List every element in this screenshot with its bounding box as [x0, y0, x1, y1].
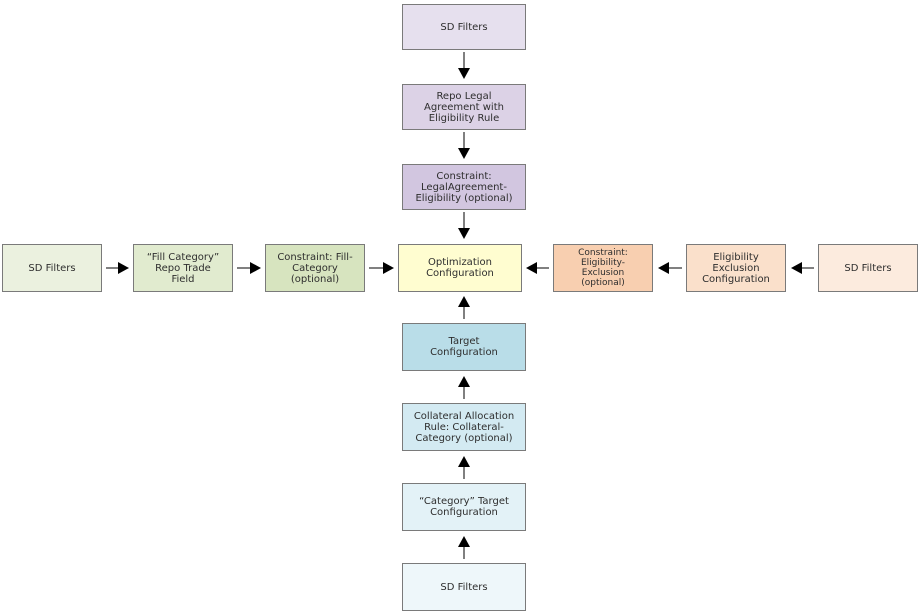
- arrow-target-to-optimization: [458, 296, 470, 319]
- node-target-configuration: Target Configuration: [402, 323, 526, 371]
- arrow-top-sd-to-repo-legal: [458, 52, 470, 79]
- arrow-constraint-to-optimization: [458, 212, 470, 239]
- node-collateral-allocation-rule: Collateral Allocation Rule: Collateral- …: [402, 403, 526, 451]
- node-constraint-legal-agreement: Constraint: LegalAgreement- Eligibility …: [402, 164, 526, 210]
- node-optimization-configuration: Optimization Configuration: [398, 244, 522, 292]
- node-left-sd-filters: SD Filters: [2, 244, 102, 292]
- node-fill-category-field: “Fill Category” Repo Trade Field: [133, 244, 233, 292]
- arrow-constraint-fill-to-optimization: [369, 262, 394, 274]
- node-bottom-sd-filters: SD Filters: [402, 563, 526, 611]
- arrow-category-target-to-collateral: [458, 456, 470, 479]
- arrow-fill-category-to-constraint: [237, 262, 261, 274]
- arrow-collateral-to-target: [458, 376, 470, 399]
- arrow-exclusion-config-to-constraint: [658, 262, 682, 274]
- node-repo-legal-agreement: Repo Legal Agreement with Eligibility Ru…: [402, 84, 526, 130]
- arrow-left-sd-to-fill-category: [106, 262, 129, 274]
- arrow-repo-legal-to-constraint: [458, 132, 470, 159]
- node-constraint-eligibility-exclusion: Constraint: Eligibility- Exclusion (opti…: [553, 244, 653, 292]
- node-eligibility-exclusion-configuration: Eligibility Exclusion Configuration: [686, 244, 786, 292]
- arrow-bottom-sd-to-category-target: [458, 536, 470, 559]
- node-right-sd-filters: SD Filters: [818, 244, 918, 292]
- arrow-constraint-exclusion-to-optimization: [526, 262, 549, 274]
- node-constraint-fill-category: Constraint: Fill- Category (optional): [265, 244, 365, 292]
- node-category-target-configuration: “Category” Target Configuration: [402, 483, 526, 531]
- node-top-sd-filters: SD Filters: [402, 4, 526, 50]
- arrow-right-sd-to-exclusion-config: [791, 262, 814, 274]
